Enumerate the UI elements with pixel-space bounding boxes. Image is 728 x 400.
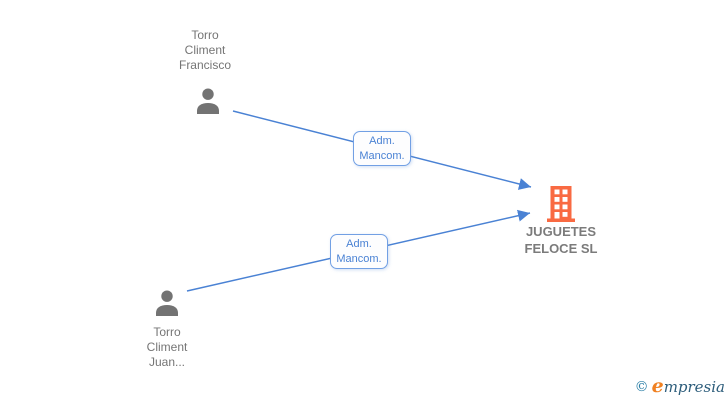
person-node-francisco[interactable] <box>194 88 222 114</box>
edge-label-adm-mancom-1: Adm. Mancom. <box>353 131 411 166</box>
brand-initial: e <box>651 375 664 397</box>
building-icon <box>546 186 576 226</box>
person-name-torro-climent-francisco[interactable]: Torro Climent Francisco <box>178 28 231 72</box>
person-icon <box>153 290 181 320</box>
person-icon <box>194 88 222 118</box>
person-node-juan[interactable] <box>153 290 181 316</box>
person-name-torro-climent-juan[interactable]: Torro Climent Juan... <box>146 325 188 369</box>
brand-text: mpresia <box>663 378 725 396</box>
company-node-juguetes-feloce[interactable] <box>546 186 576 222</box>
edge-label-adm-mancom-2: Adm. Mancom. <box>330 234 388 269</box>
copyright-icon: © <box>634 379 649 395</box>
empresia-logo[interactable]: ©empresia <box>635 375 725 397</box>
company-name-juguetes-feloce-sl[interactable]: JUGUETES FELOCE SL <box>524 224 598 256</box>
